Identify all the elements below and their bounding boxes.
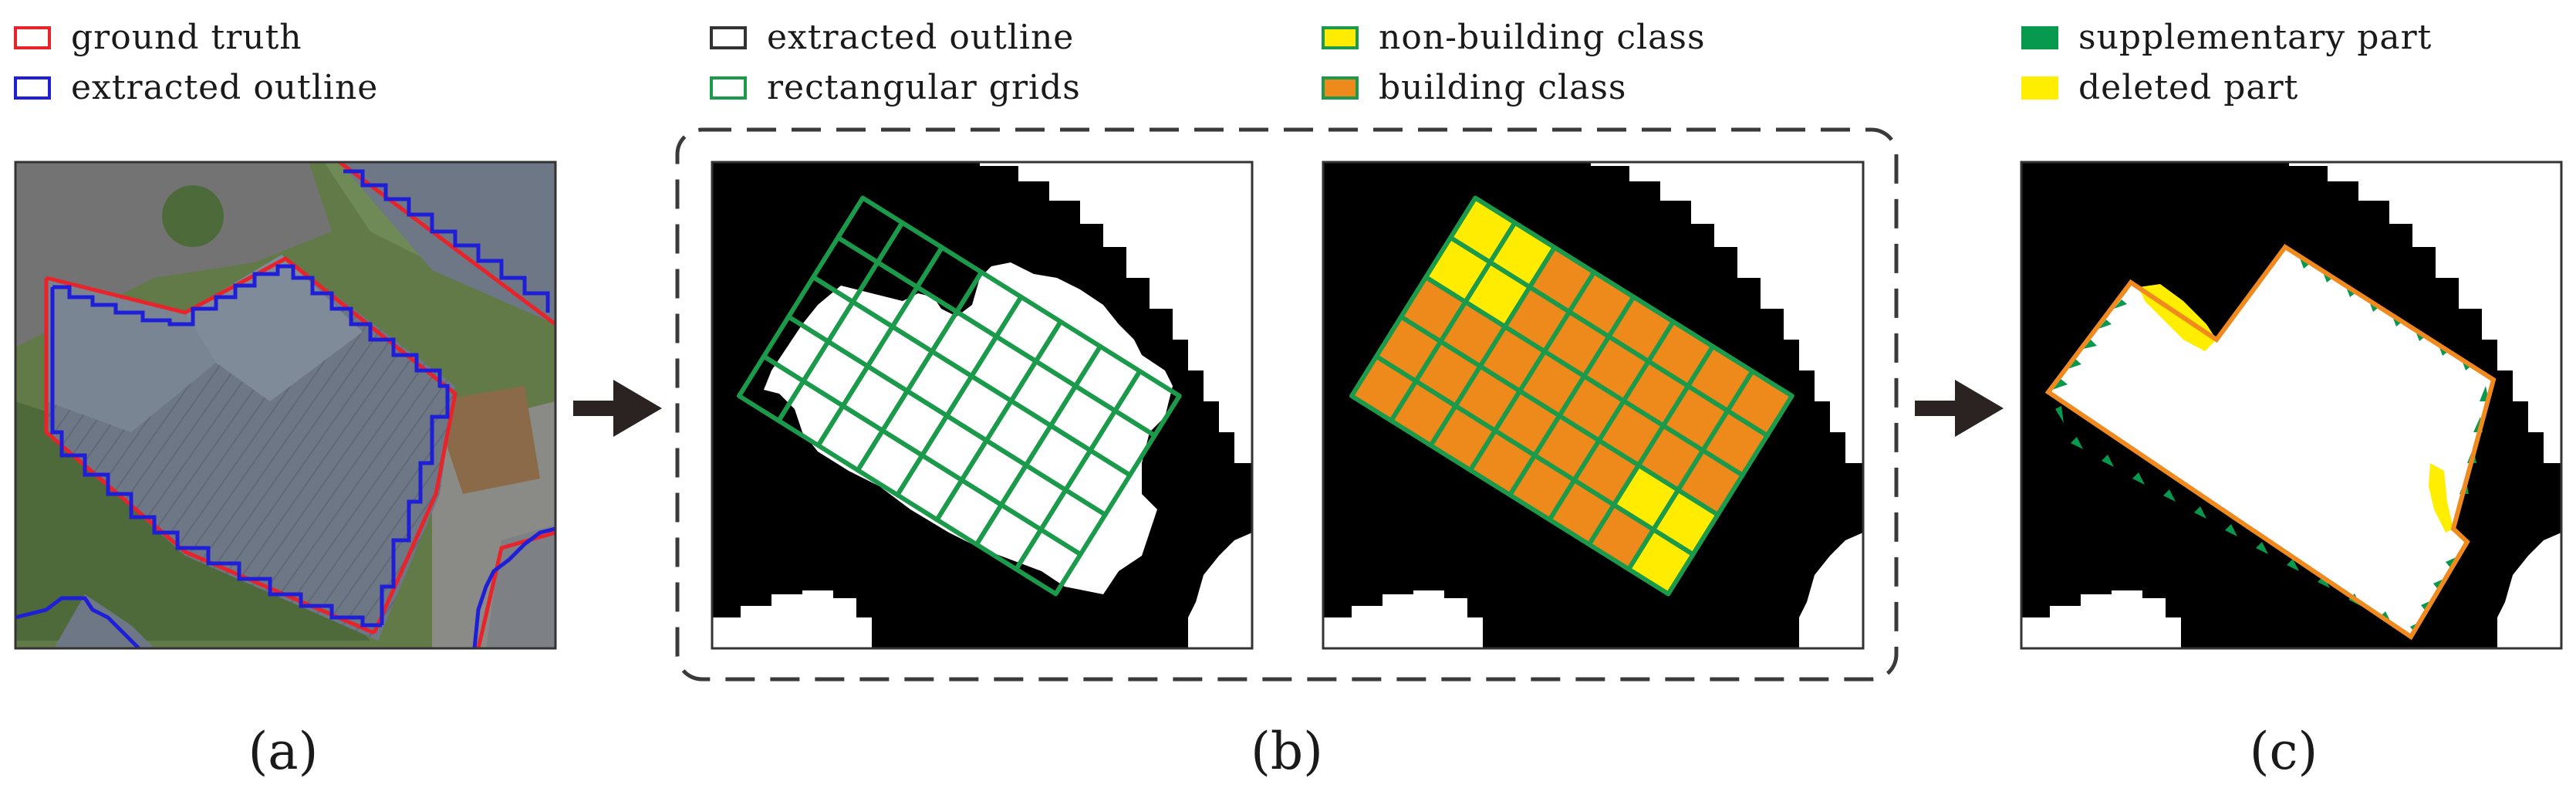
arrow-b-to-c [1915,380,2004,437]
red-outline-swatch-icon [14,25,51,49]
black-outline-swatch-icon [710,25,747,49]
grid-cell [1112,368,1182,438]
panel-c-refined-image [2021,162,2561,648]
panel-label-a: (a) [248,722,319,781]
legend-label-supplementary-part: supplementary part [2078,18,2433,57]
blue-outline-swatch-icon [14,76,51,100]
legend-item-building-class: building class [1322,68,1626,107]
legend-label-building-class: building class [1379,68,1627,107]
legend-item-supplementary-part: supplementary part [2021,18,2432,57]
panel-a-aerial-image [15,162,555,648]
legend-item-rectangular-grids: rectangular grids [710,68,1081,107]
legend-label-non-building-class: non-building class [1379,18,1706,57]
legend-label-extracted-outline-a: extracted outline [71,68,379,107]
orange-filled-swatch-icon [1322,76,1359,100]
legend-item-extracted-outline-a: extracted outline [14,68,378,107]
panel-c-frame [2020,161,2563,650]
legend-label-extracted-outline-b: extracted outline [767,18,1075,57]
legend-item-ground-truth: ground truth [14,18,302,57]
legend-label-rectangular-grids: rectangular grids [767,68,1081,107]
panel-label-b: (b) [1251,722,1323,781]
legend-label-ground-truth: ground truth [71,18,302,57]
yellow-filled-swatch-icon [1322,25,1359,49]
classified-grid-b2 [1349,195,1794,597]
yellow-filled-swatch-icon [2021,76,2058,100]
green-filled-swatch-icon [2021,25,2058,49]
legend-label-deleted-part: deleted part [2078,68,2299,107]
rectangular-grid-b1 [737,195,1182,597]
legend-item-extracted-outline-b: extracted outline [710,18,1074,57]
classified-grid-cell [1725,368,1794,438]
arrow-a-to-b [573,380,662,437]
green-outline-swatch-icon [710,76,747,100]
panel-b-dashed-frame [675,127,1899,682]
panel-a-frame [14,161,557,650]
legend-item-deleted-part: deleted part [2021,68,2298,107]
legend-item-non-building-class: non-building class [1322,18,1706,57]
panel-label-c: (c) [2249,722,2318,781]
panel-b1-frame [711,161,1254,650]
panel-b2-frame [1322,161,1865,650]
